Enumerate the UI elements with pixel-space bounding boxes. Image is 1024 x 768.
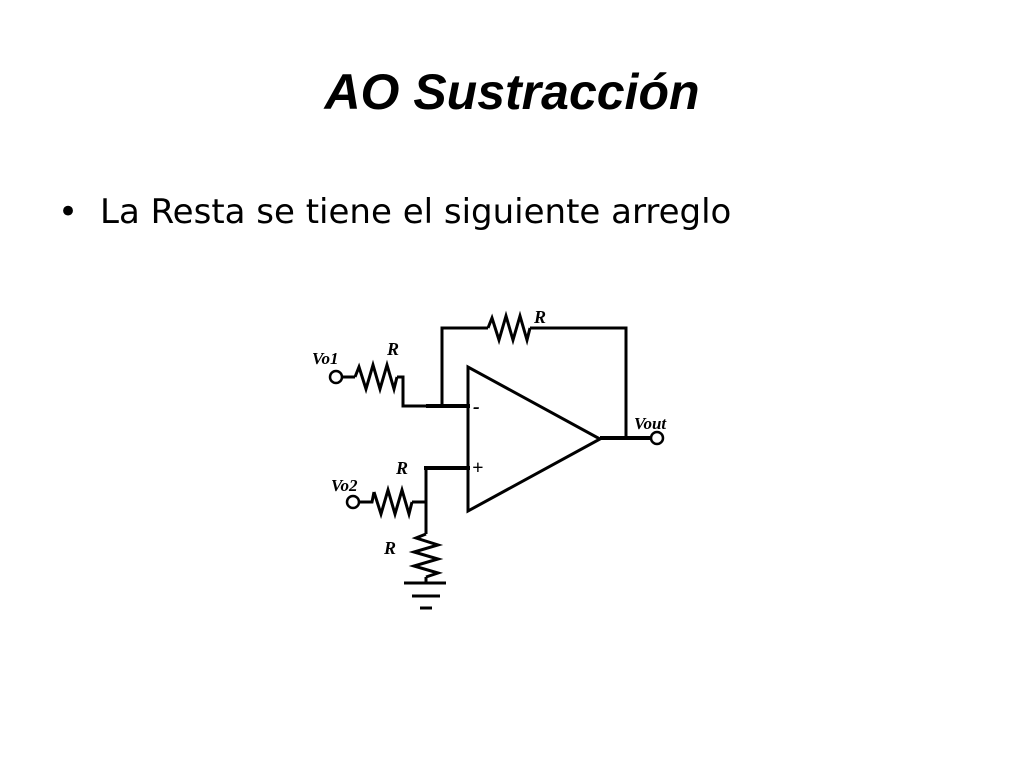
op-amp-triangle [466, 364, 604, 514]
input1-terminal [328, 369, 344, 385]
bullet-text: La Resta se tiene el siguiente arreglo [100, 192, 732, 232]
bullet-dot: • [58, 192, 79, 232]
feedback-resistor-label: R [533, 307, 546, 327]
slide-title: AO Sustracción [324, 64, 700, 120]
input1-label: Vo1 [312, 349, 338, 368]
ground-resistor-label: R [383, 538, 396, 558]
output-terminal [649, 430, 665, 446]
feedback-resistor [486, 310, 532, 346]
feedback-wire-right [530, 326, 628, 437]
ground-resistor [408, 532, 444, 579]
input1-resistor [353, 359, 399, 395]
input2-wire-a [359, 491, 376, 504]
input2-resistor-label: R [395, 458, 408, 478]
bullet-item: • La Resta se tiene el siguiente arreglo [58, 192, 731, 232]
input1-resistor-label: R [386, 339, 399, 359]
input2-label: Vo2 [331, 476, 358, 495]
output-label: Vout [634, 414, 667, 433]
inverting-input-sign: - [473, 396, 480, 418]
ground-icon [404, 581, 446, 610]
input1-wire-b [397, 375, 428, 408]
noninverting-input-sign: + [472, 457, 483, 479]
input2-terminal [345, 494, 361, 510]
input2-resistor [372, 484, 414, 520]
feedback-wire-left [440, 326, 488, 406]
